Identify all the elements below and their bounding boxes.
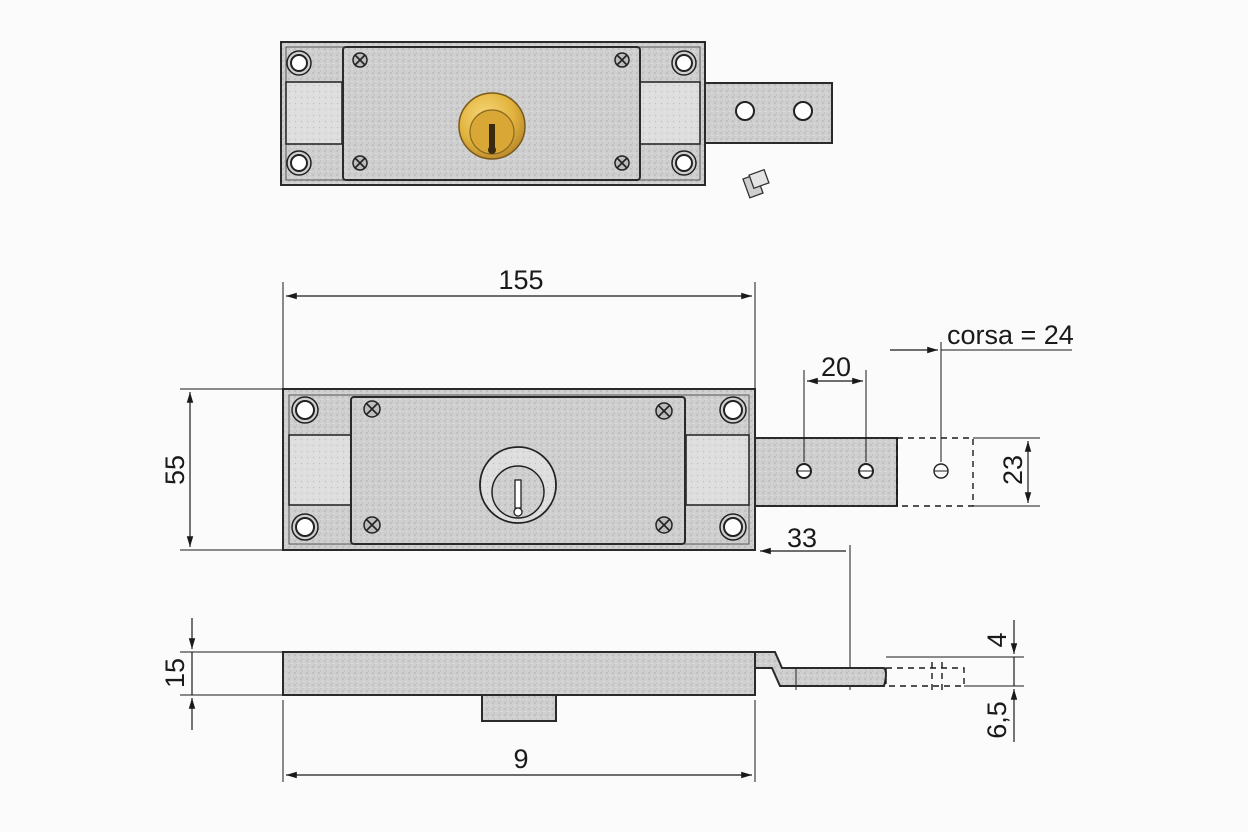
bolt-side-extended xyxy=(885,667,965,687)
front-side-plate-right xyxy=(685,434,750,506)
mount-hole-bottom-right xyxy=(675,154,693,172)
dim-thickness-label: 15 xyxy=(160,658,190,688)
bolt-hole-2 xyxy=(793,101,813,121)
dim-stroke-label: corsa = 24 xyxy=(947,320,1074,350)
bolt-hole-1 xyxy=(735,101,755,121)
case-side-plate-right xyxy=(639,81,701,145)
cylinder-outline-icon xyxy=(479,446,557,524)
dim-base-label: 9 xyxy=(513,744,528,774)
dim-bolt-bottom-label: 6,5 xyxy=(982,701,1012,739)
dim-height-label: 55 xyxy=(160,455,190,485)
bolt-front xyxy=(754,437,898,507)
case-side-plate-left xyxy=(285,81,343,145)
lock-side-view: 15 4 6,5 9 xyxy=(160,618,1024,782)
front-screw-icon xyxy=(363,400,673,534)
stud-pin-icon xyxy=(742,168,770,199)
screw-icon xyxy=(352,52,630,171)
mount-hole-bottom-left xyxy=(290,154,308,172)
dim-bolt-height-label: 23 xyxy=(998,455,1028,485)
lock-front-view: 155 55 20 corsa = 24 23 33 xyxy=(160,265,1074,690)
front-side-plate-left xyxy=(288,434,352,506)
dim-bolt-top-label: 4 xyxy=(982,632,1012,647)
dim-length-label: 155 xyxy=(498,265,543,295)
mount-hole-top-right xyxy=(675,54,693,72)
cylinder-side xyxy=(481,694,557,722)
bolt-extended-outline xyxy=(896,437,974,507)
bolt-side xyxy=(754,651,887,687)
lock-perspective-view xyxy=(280,41,833,199)
side-body xyxy=(282,651,756,696)
mount-hole-top-left xyxy=(290,54,308,72)
dim-hole-spacing-label: 20 xyxy=(821,352,851,382)
dim-bolt-offset-label: 33 xyxy=(787,523,817,553)
brass-cylinder-icon xyxy=(458,92,526,160)
